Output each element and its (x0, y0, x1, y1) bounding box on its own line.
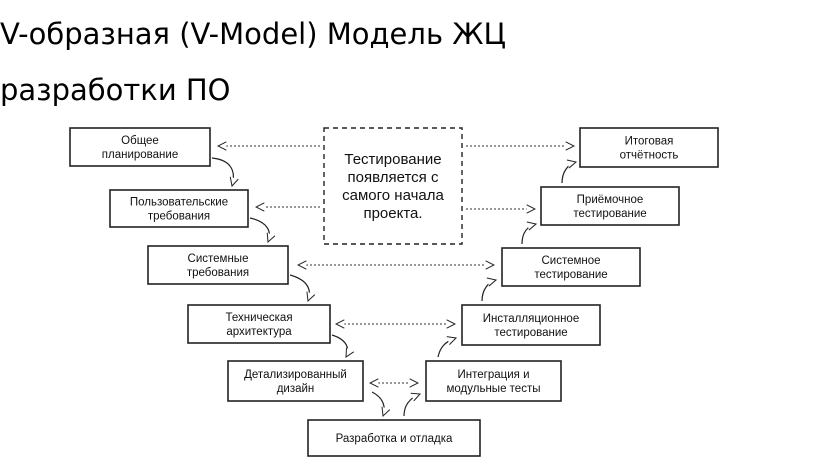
stage-label-planning-1: Общее (121, 135, 159, 147)
stage-box-detailed-design (227, 360, 364, 402)
testing-note-line-2: появляется с (348, 169, 439, 186)
stage-label-installation-testing-1: Инсталляционное (483, 313, 579, 325)
stage-box-system-req (147, 245, 289, 285)
testing-note-line-1: Тестирование (344, 151, 441, 168)
stage-label-user-req-1: Пользовательские (130, 197, 228, 209)
flow-design-to-dev (371, 391, 384, 416)
stage-label-detailed-design-2: дизайн (277, 383, 315, 395)
flow-planning-to-user-req (211, 157, 233, 186)
stage-label-detailed-design-1: Детализированный (244, 369, 347, 381)
stage-user-req: Пользовательские требования (109, 189, 249, 228)
stage-label-system-testing-1: Системное (541, 255, 600, 267)
flow-acceptance-to-final (561, 162, 576, 184)
stage-tech-arch: Техническая архитектура (187, 304, 331, 344)
stage-box-installation-testing (461, 304, 601, 346)
stage-final-report: Итоговая отчётность (579, 127, 719, 168)
stage-detailed-design: Детализированный дизайн (227, 360, 364, 402)
stage-box-system-testing (501, 247, 641, 287)
stage-development: Разработка и отладка (307, 419, 481, 457)
stage-box-integration-tests (425, 360, 562, 402)
flow-user-req-to-system-req (249, 217, 269, 242)
stage-label-acceptance-testing-1: Приёмочное (577, 194, 644, 206)
slide-title: V-образная (V-Model) Модель ЖЦ разработк… (0, 6, 506, 118)
stage-label-integration-tests-2: модульные тесты (447, 383, 541, 395)
flow-dev-to-integration (403, 394, 420, 417)
stage-label-tech-arch-2: архитектура (226, 326, 292, 338)
testing-note-line-4: проекта. (363, 205, 422, 222)
flow-integration-to-install (437, 338, 456, 358)
stage-integration-tests: Интеграция и модульные тесты (425, 360, 562, 402)
stage-planning: Общее планирование (69, 127, 211, 167)
stage-label-final-report-2: отчётность (620, 150, 679, 162)
stage-box-user-req (109, 189, 249, 228)
stage-label-final-report-1: Итоговая (625, 136, 674, 148)
flow-install-to-system-test (481, 280, 496, 302)
flow-arrows (211, 157, 576, 417)
stage-acceptance-testing: Приёмочное тестирование (540, 186, 680, 226)
stage-system-testing: Системное тестирование (501, 247, 641, 287)
stage-label-integration-tests-1: Интеграция и (458, 369, 530, 381)
stage-box-final-report (579, 127, 719, 168)
stage-box-development (307, 419, 481, 457)
stage-label-planning-2: планирование (102, 149, 178, 161)
stage-label-system-testing-2: тестирование (534, 269, 607, 281)
flow-system-req-to-arch (289, 274, 309, 301)
stage-label-system-req-2: требования (187, 267, 249, 279)
stage-system-req: Системные требования (147, 245, 289, 285)
stage-label-tech-arch-1: Техническая (225, 312, 292, 324)
dotted-links (218, 146, 574, 383)
stage-label-system-req-1: Системные (188, 253, 249, 265)
stage-label-user-req-2: требования (148, 211, 210, 223)
stage-box-planning (69, 127, 211, 167)
testing-note-box (323, 127, 463, 245)
slide-title-line-1: V-образная (V-Model) Модель ЖЦ (0, 17, 506, 51)
stage-label-installation-testing-2: тестирование (494, 327, 567, 339)
stage-label-acceptance-testing-2: тестирование (573, 208, 646, 220)
stage-box-tech-arch (187, 304, 331, 344)
stage-box-acceptance-testing (540, 186, 680, 226)
stage-label-development-1: Разработка и отладка (336, 433, 453, 445)
flow-arch-to-design (331, 334, 348, 357)
flow-system-test-to-acceptance (521, 224, 536, 245)
testing-note-line-3: самого начала (342, 187, 444, 204)
slide-title-line-2: разработки ПО (0, 73, 231, 107)
stage-installation-testing: Инсталляционное тестирование (461, 304, 601, 346)
